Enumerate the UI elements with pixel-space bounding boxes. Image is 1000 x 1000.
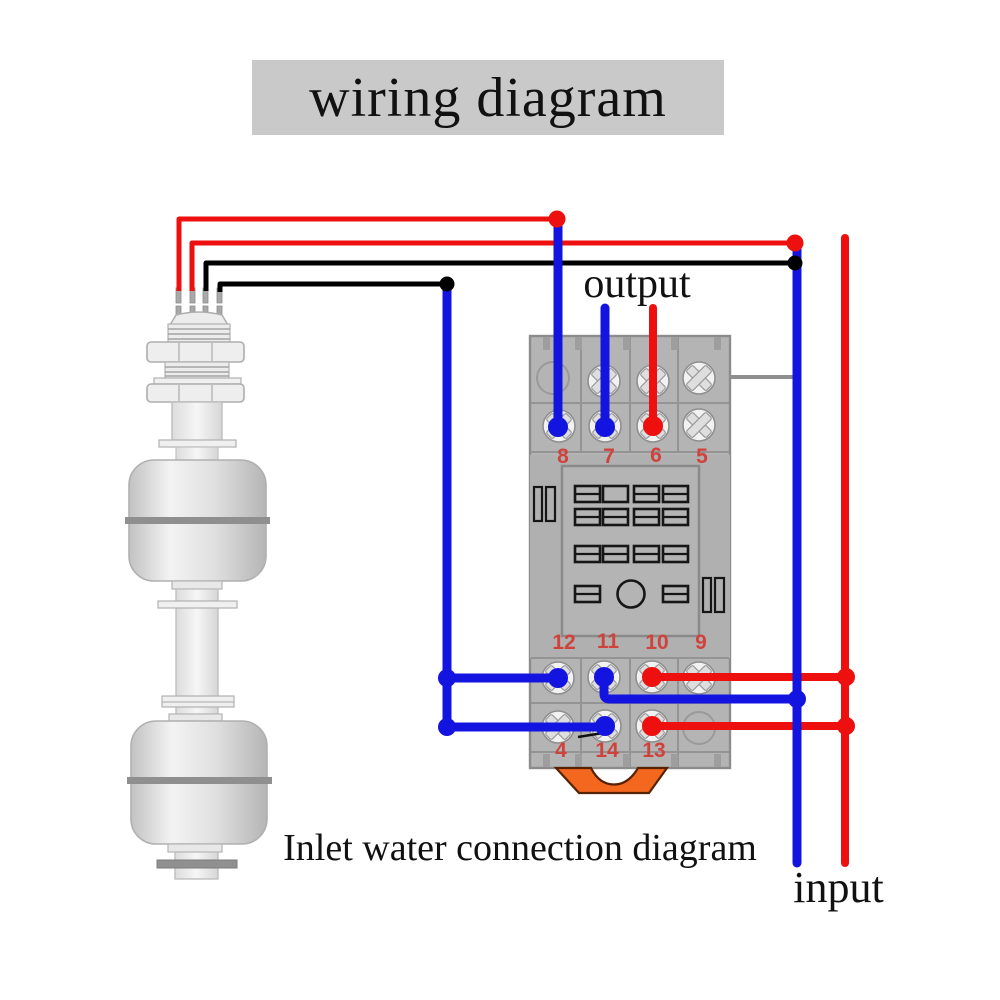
junction-dot-blue-riser [788, 690, 806, 708]
terminal-dot-6 [643, 416, 663, 436]
socket-top-tabs [543, 337, 721, 350]
wire-float-red-1 [176, 216, 557, 291]
terminal-number-7: 7 [603, 445, 615, 468]
input-label: input [793, 863, 884, 912]
junction-dot-black-right [787, 255, 803, 271]
terminal-screw-top-round [536, 361, 570, 395]
terminal-number-11: 11 [596, 630, 620, 653]
terminal-number-10: 10 [645, 631, 669, 654]
terminal-number-9: 9 [695, 631, 707, 654]
junction-dots [438, 210, 855, 736]
junction-dot-red-riser-2 [837, 717, 855, 735]
socket-bottom-tabs [543, 754, 721, 767]
relay-pin-panel [560, 464, 701, 638]
terminal-dot-12 [548, 668, 568, 688]
junction-dot-blue-12 [438, 669, 456, 687]
float-switch-cap [168, 311, 230, 326]
relay-pin-slots [573, 484, 690, 609]
terminal-number-5: 5 [696, 445, 708, 468]
float-switch-end-washer [156, 859, 238, 869]
caption-label: Inlet water connection diagram [283, 827, 757, 869]
junction-dot-red-riser-1 [837, 668, 855, 686]
terminal-dot-10 [642, 667, 662, 687]
wire-float-red-2 [189, 240, 795, 291]
terminal-dot-7 [595, 417, 615, 437]
output-label: output [583, 261, 691, 307]
terminal-number-8: 8 [557, 445, 569, 468]
terminal-dot-14 [595, 716, 615, 736]
wire-float-black-2 [217, 281, 447, 292]
terminal-number-6: 6 [650, 444, 662, 467]
junction-dot-red-top-1 [548, 210, 566, 228]
junction-dot-red-top-2 [786, 234, 804, 252]
terminal-screw-5 [682, 408, 716, 442]
float-switch-hex-nut-2 [146, 383, 245, 403]
float-upper-band [125, 517, 270, 524]
relay-center-hole [616, 579, 646, 609]
terminal-dot-11 [594, 667, 614, 687]
wire-float-black-1 [203, 260, 795, 291]
terminal-number-4: 4 [555, 739, 567, 762]
title-banner: wiring diagram [252, 60, 724, 135]
terminal-screw-upper-5 [682, 361, 716, 395]
terminal-dot-13 [642, 716, 662, 736]
float-switch-icon [125, 287, 272, 880]
terminal-number-13: 13 [642, 739, 666, 762]
terminal-number-12: 12 [552, 631, 576, 654]
float-switch-washer-1 [153, 377, 242, 385]
junction-dot-blue-14 [438, 718, 456, 736]
wires [176, 216, 849, 868]
page-title: wiring diagram [309, 66, 667, 129]
float-lower-band [127, 777, 272, 784]
terminal-dot-8 [548, 417, 568, 437]
din-rail-clip-icon [553, 766, 670, 795]
float-switch-hex-nut-1 [146, 341, 245, 363]
wire-blue-from-terminal-11 [599, 678, 797, 704]
junction-dot-black-left [439, 276, 455, 292]
socket-side-slots [532, 485, 726, 614]
terminal-number-14: 14 [595, 739, 619, 762]
